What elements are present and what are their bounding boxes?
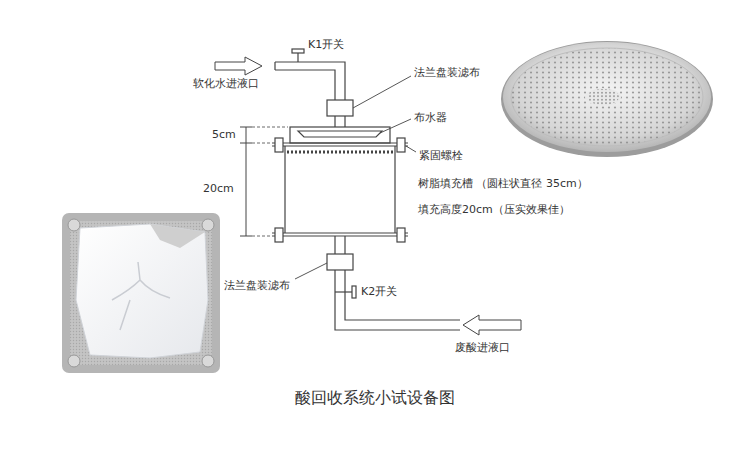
dimension-label: 20cm: [203, 182, 234, 196]
distributor-photo: [501, 41, 713, 157]
part-label: 法兰盘装滤布: [414, 66, 480, 80]
switch-label: K1开关: [308, 38, 344, 52]
inlet-label: 废酸进液口: [455, 341, 510, 355]
note-label: 填充高度20cm（压实效果佳）: [418, 203, 570, 217]
part-label: 法兰盘装滤布: [224, 279, 290, 293]
caption: 酸回收系统小试设备图: [0, 388, 750, 408]
apparatus: [215, 49, 521, 335]
dimension-label: 5cm: [212, 128, 236, 142]
inlet-label: 软化水进液口: [193, 77, 259, 91]
filter-plate-photo: [62, 213, 220, 373]
switch-label: K2开关: [361, 285, 397, 299]
part-label: 树脂填充槽 （圆柱状直径 35cm）: [418, 177, 588, 191]
part-label: 紧固螺栓: [419, 149, 463, 163]
part-label: 布水器: [414, 111, 447, 125]
